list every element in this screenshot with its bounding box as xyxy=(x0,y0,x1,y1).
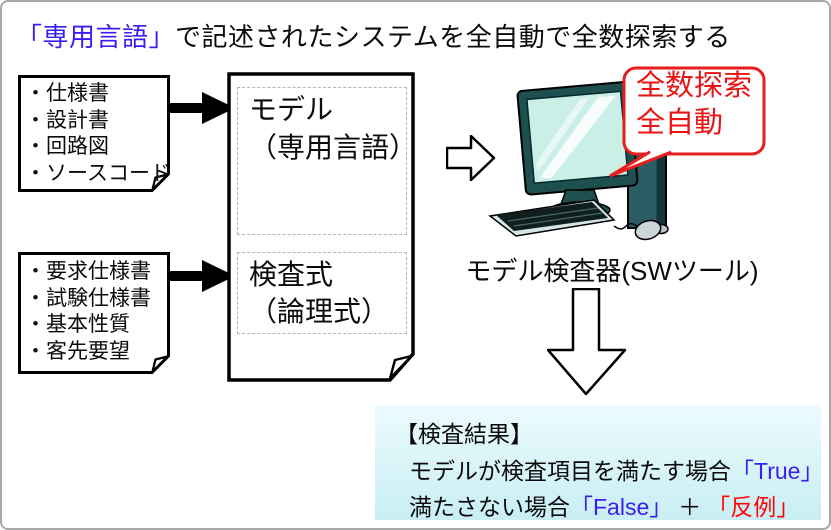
input-arrow-top-icon xyxy=(168,92,235,124)
folded-corner-icon xyxy=(151,173,169,191)
result-plus-sign: ＋ xyxy=(678,494,702,520)
title-highlight: 「専用言語」 xyxy=(16,22,176,52)
requirements-sources-list: ・要求仕様書 ・試験仕様書 ・基本性質 ・客先要望 xyxy=(25,259,151,365)
input-arrow-bottom-icon xyxy=(168,260,235,292)
flow-arrow-icon xyxy=(446,135,496,181)
list-item: ・基本性質 xyxy=(25,313,130,336)
result-line-false: 満たさない場合「False」＋「反例」 xyxy=(409,488,799,522)
model-section-line1: モデル xyxy=(249,94,334,125)
result-true-value: 「True」 xyxy=(731,458,824,484)
bubble-text: 全数探索 全自動 xyxy=(636,68,752,142)
model-document-shape xyxy=(227,72,415,382)
list-item: ・仕様書 xyxy=(25,82,109,105)
list-item: ・設計書 xyxy=(25,108,109,132)
result-heading: 【検査結果】 xyxy=(395,421,533,447)
speech-bubble xyxy=(609,66,766,178)
monitor-icon xyxy=(516,80,639,196)
list-item: ・ソースコード xyxy=(25,161,171,185)
check-section-line1: 検査式 xyxy=(249,259,334,290)
check-section-line2: （論理式） xyxy=(249,296,390,327)
requirements-sources-note: ・要求仕様書 ・試験仕様書 ・基本性質 ・客先要望 xyxy=(18,252,170,374)
model-document: モデル （専用言語） 検査式 （論理式） xyxy=(227,72,418,384)
design-sources-note: ・仕様書 ・設計書 ・回路図 ・ソースコード xyxy=(18,75,171,192)
list-item: ・客先要望 xyxy=(25,339,130,363)
mouse-icon xyxy=(613,219,662,241)
folded-corner-icon xyxy=(388,354,413,380)
model-section: モデル （専用言語） xyxy=(237,87,418,235)
note-document-shape xyxy=(18,75,170,192)
result-panel: 【検査結果】 モデルが検査項目を満たす場合「True」 満たさない場合「Fals… xyxy=(375,405,823,522)
folded-corner-icon xyxy=(151,355,169,373)
bubble-line1: 全数探索 xyxy=(636,70,753,102)
computer-illustration xyxy=(488,80,669,241)
checker-label: モデル検査器(SWツール) xyxy=(465,256,759,286)
result-counterexample-value: 「反例」 xyxy=(707,494,800,520)
list-item: ・回路図 xyxy=(25,135,109,158)
note-document-shape xyxy=(18,252,170,374)
list-item: ・試験仕様書 xyxy=(25,286,151,310)
title-rest: で記述されたシステムを全自動で全数探索する xyxy=(175,22,731,52)
result-line2-text: 満たさない場合 xyxy=(409,494,570,520)
result-arrow-icon xyxy=(547,288,627,396)
result-line-true: モデルが検査項目を満たす場合「True」 xyxy=(409,452,823,486)
design-sources-list: ・仕様書 ・設計書 ・回路図 ・ソースコード xyxy=(25,81,171,187)
result-false-value: 「False」 xyxy=(570,494,673,520)
result-line1-text: モデルが検査項目を満たす場合 xyxy=(409,458,731,484)
bubble-tail-icon xyxy=(609,151,672,178)
page-title: 「専用言語」で記述されたシステムを全自動で全数探索する xyxy=(16,17,731,54)
model-section-line2: （専用言語） xyxy=(249,132,418,163)
bubble-line2: 全自動 xyxy=(636,107,724,139)
list-item: ・要求仕様書 xyxy=(25,260,151,283)
check-section: 検査式 （論理式） xyxy=(237,252,407,334)
keyboard-icon xyxy=(488,199,616,237)
